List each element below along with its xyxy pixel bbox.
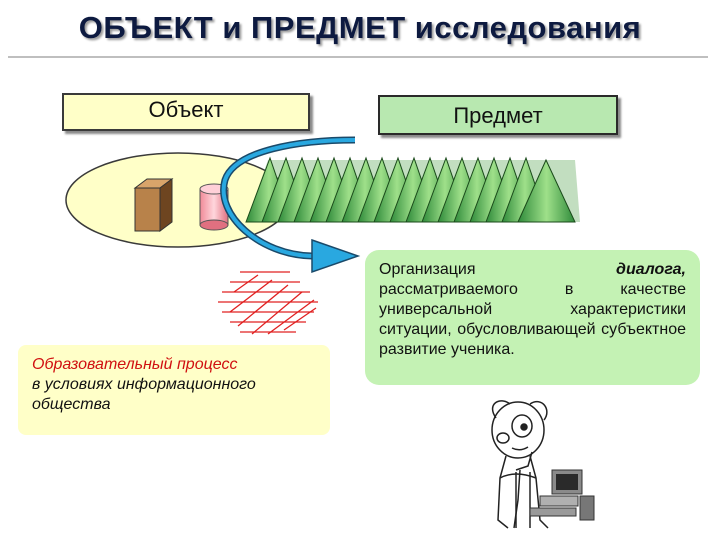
- object-label: Объект: [148, 97, 224, 122]
- dialog-text-bold: диалога,: [616, 261, 686, 278]
- page-title: ОБЪЕКТ и ПРЕДМЕТ исследования: [78, 10, 642, 45]
- computer-icon: [529, 469, 595, 521]
- object-box: Объект: [62, 93, 310, 131]
- subject-label: Предмет: [453, 103, 543, 128]
- education-line-3: общества: [32, 396, 111, 413]
- subject-triangles: [245, 156, 580, 223]
- cube-icon: [133, 178, 174, 232]
- blue-arrow: [220, 136, 361, 274]
- title-divider: [8, 56, 708, 58]
- dialog-text-before: Организация: [379, 261, 617, 278]
- red-grid: [218, 271, 318, 335]
- education-line-1: Образовательный процесс: [32, 356, 238, 373]
- subject-box: Предмет: [378, 95, 618, 135]
- thinking-man-icon: [491, 400, 549, 529]
- dialog-text-after: рассматриваемого в качестве универсально…: [379, 281, 686, 358]
- education-process-box: Образовательный процесс в условиях инфор…: [18, 345, 330, 435]
- dialog-description-box: Организация диалога, рассматриваемого в …: [365, 250, 700, 385]
- education-line-2: в условиях информационного: [32, 376, 256, 393]
